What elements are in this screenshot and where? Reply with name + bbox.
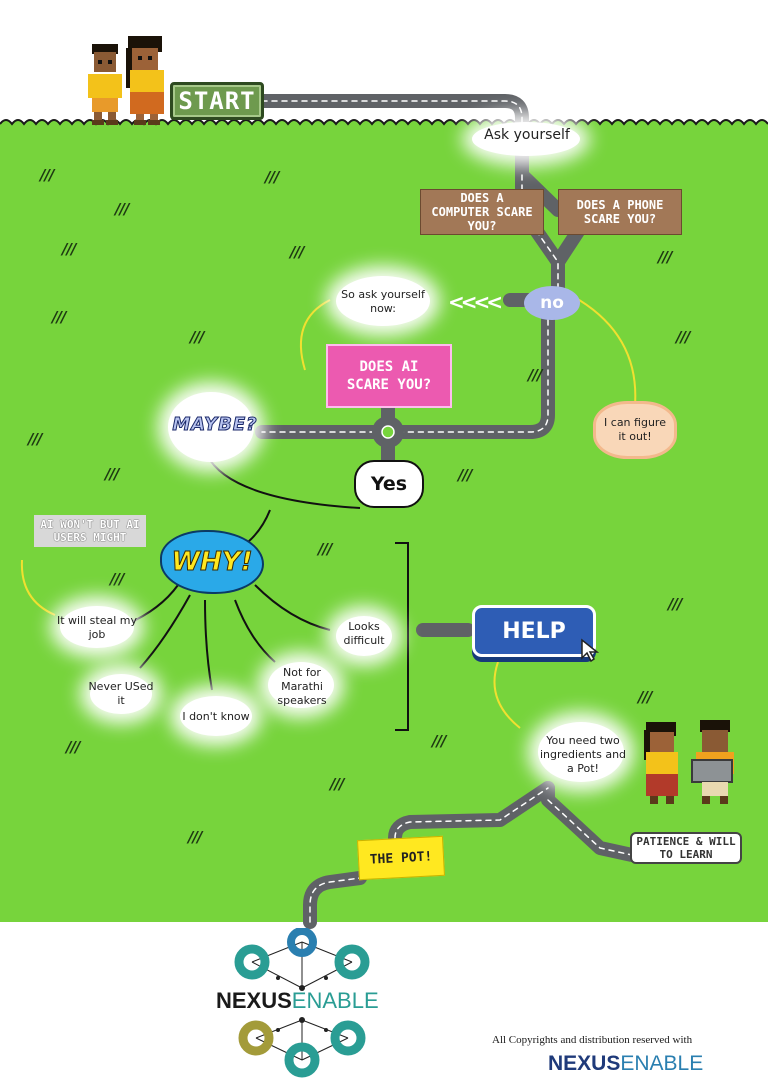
grass-tuft: /// [458, 466, 472, 484]
why-burst: WHY! [160, 530, 264, 594]
help-button[interactable]: HELP [472, 605, 596, 657]
cloud-never-used [90, 674, 152, 714]
never-used-label: Never USed it [88, 680, 154, 707]
looks-difficult-label: Looks difficult [343, 620, 385, 647]
boy-character-icon [691, 720, 734, 804]
grass-tuft: /// [638, 688, 652, 706]
cloud-not-marathi [268, 662, 334, 708]
help-label: HELP [502, 618, 566, 644]
grass-tuft: /// [265, 168, 279, 186]
cloud-ask-yourself [472, 122, 580, 156]
boy-character-icon [88, 44, 122, 125]
footer-brand-right: ENABLE [620, 1052, 704, 1075]
grass-tuft: /// [40, 166, 54, 184]
arrow-chevrons-icon: <<<< [448, 290, 503, 314]
why-label: WHY! [171, 547, 253, 578]
ask-now-label: So ask yourself now: [341, 288, 425, 315]
nexus-logo-graphic [234, 928, 370, 1078]
ai-question-box: DOES AI SCARE YOU? [326, 344, 452, 408]
figure-out-label: I can figure it out! [604, 416, 666, 443]
grass-tuft: /// [668, 595, 682, 613]
ask-yourself-label: Ask yourself [484, 127, 570, 143]
ai-users-label: AI WON'T BUT AI USERS MIGHT [40, 518, 140, 544]
ai-question-label: DOES AI SCARE YOU? [346, 359, 432, 393]
grass-tuft: /// [66, 738, 80, 756]
patience-label: PATIENCE & WILL TO LEARN [636, 835, 736, 861]
grass-tuft: /// [318, 540, 332, 558]
cloud-ask-now [336, 276, 430, 326]
cloud-steal-job [60, 606, 134, 648]
no-label: no [540, 293, 564, 313]
grass-tuft: /// [110, 570, 124, 588]
yellow-arrows [20, 291, 637, 729]
no-bubble: no [524, 286, 580, 320]
cloud-ingredients [538, 722, 624, 782]
grass-tuft: /// [290, 243, 304, 261]
grass-tuft: /// [676, 328, 690, 346]
ingredients-label: You need two ingredients and a Pot! [539, 734, 627, 775]
grass-tuft: /// [105, 465, 119, 483]
cloud-dont-know [180, 696, 252, 736]
pot-banner: THE POT! [357, 835, 445, 881]
grass-tuft: /// [432, 732, 446, 750]
dont-know-label: I don't know [182, 710, 250, 723]
logo-brand-right: ENABLE [291, 988, 379, 1013]
yes-bubble: Yes [354, 460, 424, 508]
patience-box: PATIENCE & WILL TO LEARN [630, 832, 742, 864]
grass-tuft: /// [528, 366, 542, 384]
logo-wordmark: NEXUSENABLE [216, 988, 379, 1014]
sign-computer: DOES A COMPUTER SCARE YOU? [420, 189, 544, 235]
figure-out-bubble: I can figure it out! [596, 404, 674, 456]
grass-tuft: /// [52, 308, 66, 326]
start-sign: START [170, 82, 264, 120]
maybe-label: MAYBE? [172, 414, 258, 435]
computer-question-label: DOES A COMPUTER SCARE YOU? [431, 191, 533, 233]
cloud-maybe [168, 392, 254, 462]
start-label: START [178, 87, 256, 115]
footer-brand: NEXUSENABLE [548, 1052, 703, 1076]
ai-users-box: AI WON'T BUT AI USERS MIGHT [34, 515, 146, 547]
connector-lines [124, 454, 409, 731]
footer-brand-left: NEXUS [548, 1052, 621, 1075]
sign-phone: DOES A PHONE SCARE YOU? [558, 189, 682, 235]
characters-cooking [644, 720, 734, 804]
girl-character-icon [644, 722, 678, 804]
girl-character-icon [126, 36, 164, 125]
grass-tuft: /// [190, 328, 204, 346]
cursor-icon [581, 638, 600, 663]
phone-question-label: DOES A PHONE SCARE YOU? [576, 198, 664, 226]
grass-tuft: /// [62, 240, 76, 258]
copyright-text: All Copyrights and distribution reserved… [492, 1034, 693, 1046]
characters-start [88, 36, 164, 125]
grass-tuft: /// [658, 248, 672, 266]
cloud-looks-difficult [336, 616, 392, 656]
logo-brand-left: NEXUS [216, 988, 292, 1013]
pot-label: THE POT! [369, 848, 433, 868]
grass-tuft: /// [330, 775, 344, 793]
steal-job-label: It will steal my job [56, 614, 138, 641]
not-marathi-label: Not for Marathi speakers [277, 666, 327, 707]
yes-label: Yes [370, 473, 408, 495]
grass-edge-line [0, 119, 768, 126]
grass-tuft: /// [28, 430, 42, 448]
grass-tuft: /// [188, 828, 202, 846]
grass-tuft: /// [115, 200, 129, 218]
